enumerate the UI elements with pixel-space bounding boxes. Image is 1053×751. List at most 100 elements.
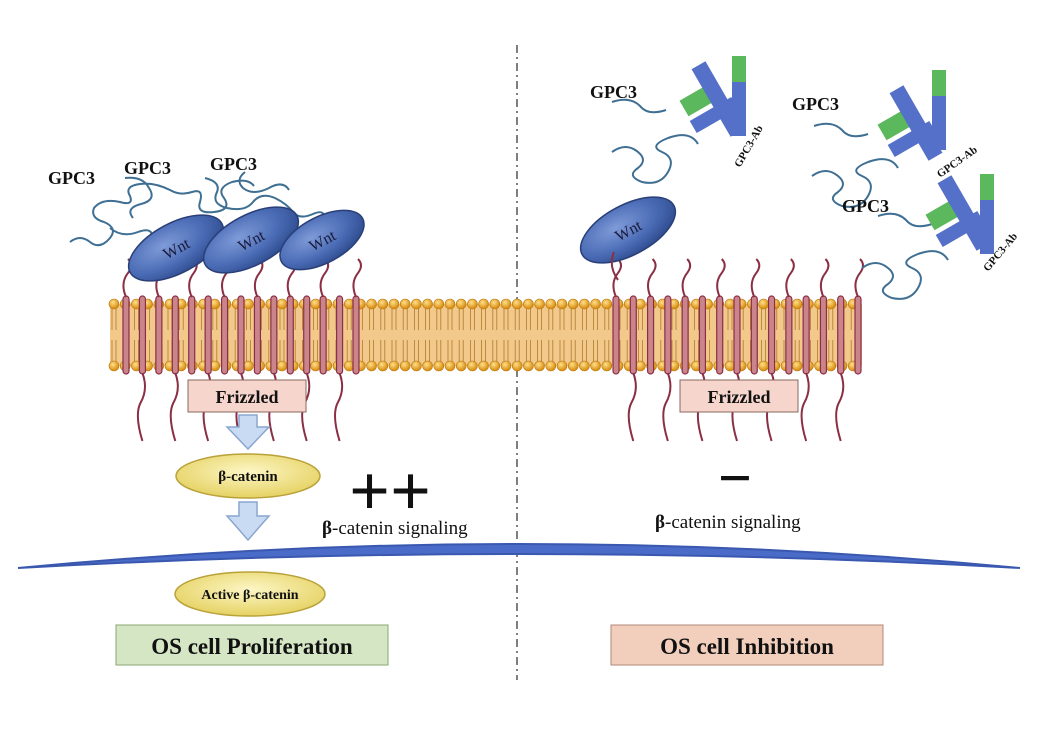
- frizzled-box-left: [187, 379, 307, 413]
- frizzled-loop: [835, 372, 845, 442]
- lipid-tail: [671, 340, 677, 362]
- lipid-tail: [604, 308, 610, 330]
- lipid-tail: [514, 340, 520, 362]
- lipid-head: [511, 360, 523, 372]
- lipid-tail: [638, 308, 643, 330]
- active-beta-catenin-node: [174, 571, 326, 617]
- lipid-tail: [402, 340, 408, 362]
- lipid-tail: [369, 340, 374, 362]
- frizzled-helix: [253, 295, 262, 375]
- lipid-head: [489, 360, 501, 372]
- wnt-ligand: [202, 206, 300, 274]
- lipid-head: [590, 360, 601, 372]
- frizzled-helix: [220, 295, 229, 375]
- lipid-tail: [470, 308, 475, 330]
- antibody-complex: [611, 56, 746, 184]
- lipid-tail: [570, 340, 576, 362]
- lipid-tail: [526, 340, 531, 362]
- lipid-head: [601, 298, 613, 310]
- lipid-tail: [313, 340, 318, 362]
- lipid-head: [399, 360, 411, 372]
- nuclear-envelope: [17, 543, 1021, 569]
- frizzled-label-left: Frizzled: [216, 387, 279, 407]
- lipid-tail: [593, 340, 598, 362]
- lipid-head: [377, 360, 389, 372]
- lipid-head: [444, 298, 456, 310]
- lipid-tail: [604, 340, 610, 362]
- lipid-tail: [279, 308, 285, 330]
- gpc3-label: GPC3: [210, 154, 257, 174]
- lipid-tail: [425, 340, 430, 362]
- lipid-tail: [425, 308, 430, 330]
- wnt-tether: [610, 251, 619, 281]
- lipid-head: [545, 360, 557, 372]
- lipid-tail: [178, 340, 184, 362]
- lipid-head: [825, 360, 837, 372]
- lipid-tail: [134, 340, 139, 362]
- frizzled-loop: [334, 372, 344, 442]
- lipid-head: [567, 298, 579, 310]
- lipid-tail: [503, 340, 509, 362]
- signal-minus-symbol: −: [718, 445, 752, 511]
- frizzled-receptor-right: [612, 258, 864, 442]
- frizzled-loop: [136, 372, 146, 442]
- lipid-head: [523, 360, 534, 372]
- lipid-tail: [212, 340, 218, 362]
- lipid-head: [489, 298, 501, 310]
- signal-plus-symbol: ++: [349, 451, 431, 531]
- lipid-tail: [246, 340, 251, 362]
- lipid-head: [433, 360, 445, 372]
- lipid-tail: [794, 308, 800, 330]
- lipid-head: [310, 298, 321, 310]
- lipid-head: [825, 298, 837, 310]
- frizzled-helix: [352, 295, 360, 375]
- lipid-tail: [414, 308, 419, 330]
- lipid-head: [500, 298, 512, 310]
- antibody-complex: [861, 174, 994, 300]
- lipid-head: [455, 360, 467, 372]
- lipid-tail: [447, 308, 453, 330]
- frizzled-helix: [698, 295, 707, 375]
- lipid-head: [433, 298, 445, 310]
- lipid-head: [545, 298, 557, 310]
- frizzled-loop: [681, 258, 692, 298]
- frizzled-helix: [681, 295, 689, 375]
- frizzled-helix: [188, 295, 196, 375]
- lipid-head: [758, 298, 769, 310]
- frizzled-loop: [169, 372, 179, 442]
- gpc3-label: GPC3: [48, 168, 95, 188]
- frizzled-helix: [854, 295, 862, 375]
- inhibition-label: OS cell Inhibition: [660, 634, 834, 659]
- frizzled-helix: [155, 295, 163, 375]
- wnt-ligand: [127, 214, 225, 282]
- lipid-tail: [134, 308, 139, 330]
- lipid-tail: [492, 340, 498, 362]
- lipid-tail: [694, 308, 699, 330]
- lipid-tail: [548, 340, 554, 362]
- lipid-head: [590, 298, 601, 310]
- lipid-tail: [313, 308, 318, 330]
- frizzled-helix: [286, 295, 294, 375]
- gpc3-label: GPC3: [842, 196, 889, 216]
- lipid-head: [276, 360, 288, 372]
- lipid-tail: [380, 308, 386, 330]
- down-arrow-1: [225, 414, 271, 451]
- frizzled-helix: [319, 295, 327, 375]
- lipid-tail: [526, 308, 531, 330]
- frizzled-loop: [627, 372, 637, 442]
- lipid-tail: [582, 308, 587, 330]
- antibody-complex: [811, 70, 946, 208]
- lipid-tail: [458, 308, 464, 330]
- lipid-tail: [794, 340, 800, 362]
- lipid-head: [534, 298, 545, 310]
- lipid-head: [579, 298, 590, 310]
- frizzled-helix: [785, 295, 793, 375]
- lipid-head: [422, 298, 433, 310]
- lipid-head: [523, 298, 534, 310]
- lipid-head: [758, 360, 769, 372]
- lipid-tail: [111, 340, 117, 362]
- lipid-tail: [492, 308, 498, 330]
- frizzled-helix: [767, 295, 776, 375]
- frizzled-loop: [612, 258, 622, 298]
